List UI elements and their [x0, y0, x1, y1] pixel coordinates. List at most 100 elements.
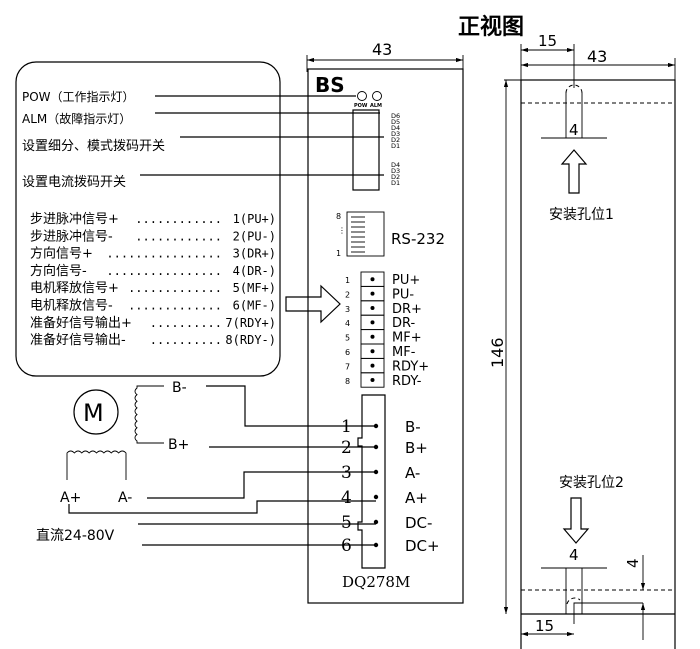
pow-indicator-label: POW（工作指示灯） [22, 89, 135, 104]
signal-terminal-label: DR- [392, 316, 416, 331]
power-terminal-number: 1 [341, 417, 352, 437]
signal-name: 电机释放信号- [30, 299, 113, 314]
dip-label: D1 [391, 142, 400, 150]
driver-width-dimension: 43 [372, 40, 392, 59]
terminal-screw-icon [370, 334, 375, 339]
signal-name: 步进脉冲信号+ [30, 212, 119, 227]
signal-terminal-number: 8 [345, 377, 350, 386]
signal-terminal-label: PU- [392, 287, 414, 302]
pow-led-icon [357, 91, 367, 101]
signal-terminal-number: 6 [345, 348, 350, 357]
dip-label: D1 [391, 179, 400, 187]
wire-b-minus [206, 385, 376, 427]
rs232-pin-top: 8 [336, 212, 341, 221]
wire-a-plus [68, 500, 376, 514]
dip-label: D6 [391, 112, 400, 120]
hole1-label: 安装孔位1 [549, 207, 614, 223]
signal-pin: 1(PU+) [233, 212, 276, 226]
signal-name: 方向信号- [30, 263, 87, 279]
signal-terminal-slot [360, 372, 385, 388]
terminal-screw-icon [373, 494, 379, 500]
power-terminal-label: B- [405, 418, 421, 436]
terminal-screw-icon [370, 320, 375, 325]
side-view: 43 15 146 4 安装孔位1 安装孔位2 4 15 4 [488, 32, 676, 649]
page-title: 正视图 [458, 14, 524, 40]
hole2-label: 安装孔位2 [559, 475, 624, 491]
signal-name: 步进脉冲信号- [30, 229, 113, 244]
dip-label: D3 [391, 130, 400, 138]
motor-symbol: M [83, 399, 104, 427]
model-label: DQ278M [342, 573, 410, 591]
hole1-arrow-icon [560, 149, 588, 194]
hole2-arrow-icon [562, 497, 590, 544]
signal-dots: .......... [150, 333, 222, 347]
pow-led-label: POW [354, 103, 368, 109]
signal-terminal-label: PU+ [392, 273, 420, 288]
signal-list: 步进脉冲信号+1(PU+) ............步进脉冲信号-2(PU-) … [30, 212, 276, 348]
top-hole-icon [565, 84, 583, 94]
bottom-offset-extension [573, 602, 643, 624]
terminal-screw-icon [370, 277, 375, 282]
signal-pin: 5(MF+) [233, 281, 276, 295]
power-terminal-number: 5 [341, 513, 352, 533]
signal-dots: ................ [106, 264, 222, 278]
power-terminal-number: 3 [341, 463, 352, 483]
b-minus-label: B- [172, 380, 187, 396]
power-terminal-block [357, 394, 386, 569]
dip-label: D3 [391, 167, 400, 175]
signal-arrow-icon [285, 284, 341, 324]
signal-terminal-label: MF+ [392, 331, 422, 346]
power-terminal-label: A+ [405, 489, 428, 507]
a-minus-label: A- [118, 490, 132, 506]
signal-dots: ............. [128, 281, 222, 295]
dip-label: D5 [391, 118, 400, 126]
power-terminal-label: DC+ [405, 537, 440, 555]
signal-dots: ............ [135, 229, 222, 243]
signal-pin: 7(RDY+) [225, 316, 276, 330]
driver-body [307, 68, 464, 604]
signal-terminal-number: 5 [345, 334, 350, 343]
side-width-dimension: 43 [587, 47, 607, 66]
terminal-screw-icon [370, 306, 375, 310]
rs232-ellipsis: ⋮ [338, 226, 346, 235]
signal-terminal-label: RDY+ [392, 359, 429, 374]
slot-depth-dimension: 4 [624, 558, 642, 568]
top-slot-width: 4 [569, 121, 579, 139]
rs232-pins [351, 216, 365, 253]
top-offset-dimension: 15 [538, 32, 557, 50]
signal-pin: 2(PU-) [233, 229, 276, 243]
signal-terminal-number: 7 [345, 362, 350, 371]
dip-label: D4 [391, 124, 400, 132]
indicator-labels: POW（工作指示灯） ALM（故障指示灯） 设置细分、模式拨码开关 设置电流拨码… [22, 89, 165, 190]
terminal-screw-icon [370, 349, 375, 354]
alm-led-label: ALM [370, 103, 382, 109]
wire-a-minus [147, 471, 376, 499]
bottom-offset-dimension: 15 [535, 617, 554, 635]
supply-label: 直流24-80V [36, 527, 115, 544]
power-terminal-label: B+ [405, 439, 428, 457]
legend-box [15, 61, 281, 377]
signal-pin: 8(RDY-) [225, 333, 276, 347]
bottom-hole-icon [566, 597, 581, 605]
signal-dots: .......... [150, 316, 222, 330]
signal-terminal-number: 1 [345, 276, 350, 285]
a-plus-label: A+ [60, 490, 81, 506]
power-terminal-number: 4 [341, 488, 352, 508]
signal-terminal-label: DR+ [392, 302, 422, 317]
power-terminal-label: DC- [405, 514, 432, 532]
current-switch-label: 设置电流拨码开关 [22, 175, 126, 190]
dip-label: D2 [391, 173, 400, 181]
motor-icon [73, 389, 119, 435]
bottom-slot-width: 4 [569, 546, 579, 564]
microstep-switch-label: 设置细分、模式拨码开关 [22, 139, 165, 154]
signal-terminal-number: 3 [345, 305, 350, 314]
a-coil-icon [66, 450, 127, 456]
height-dimension: 146 [488, 337, 507, 368]
signal-dots: ............. [128, 299, 222, 313]
alm-indicator-label: ALM（故障指示灯） [22, 111, 131, 126]
rs232-label: RS-232 [391, 230, 445, 248]
signal-name: 方向信号+ [30, 246, 93, 262]
